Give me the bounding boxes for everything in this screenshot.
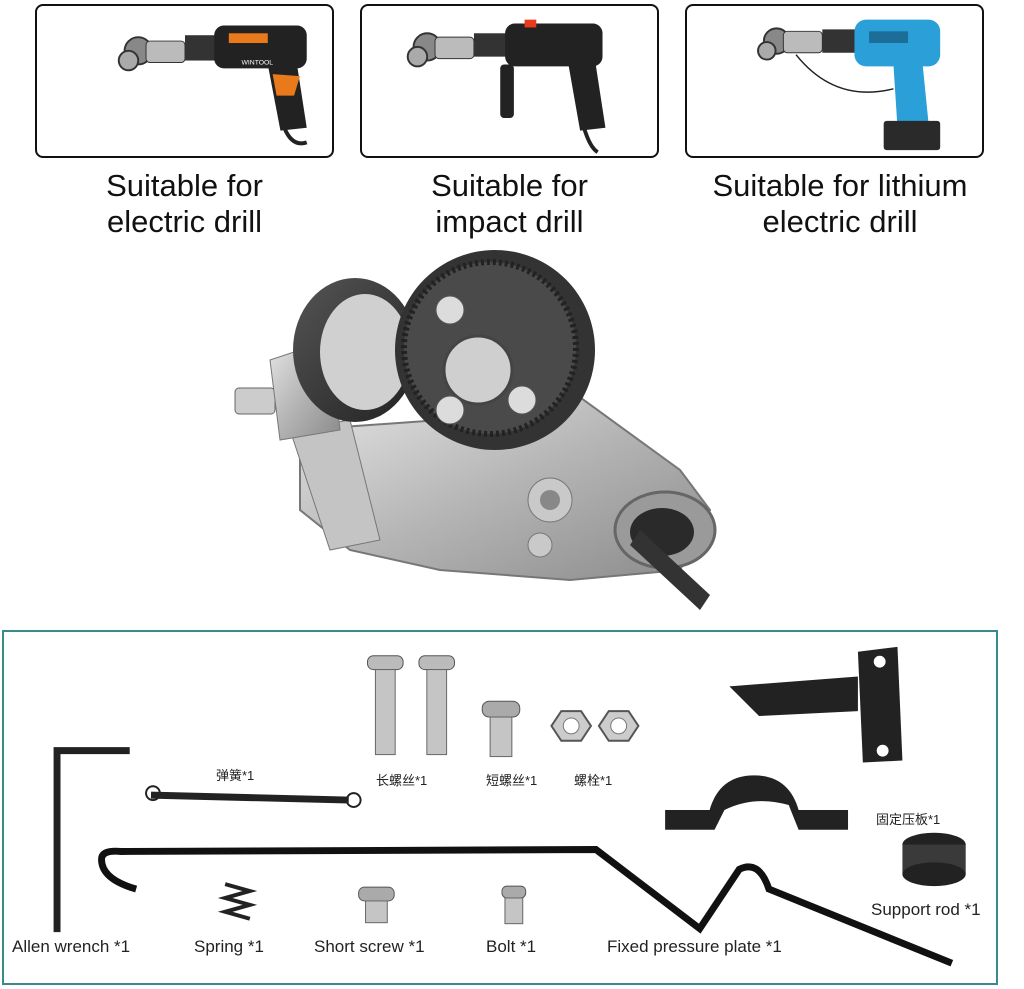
label-bolt-cn: 螺栓*1 bbox=[574, 773, 613, 788]
kit-contents-panel: 弹簧*1 长螺丝*1 短螺丝*1 螺栓*1 固定压板*1 Allen wrenc… bbox=[2, 630, 998, 985]
label-spring-cn: 弹簧*1 bbox=[216, 768, 255, 783]
caption-lithium-drill: Suitable for lithium electric drill bbox=[712, 168, 968, 239]
impact-drill-icon bbox=[406, 19, 606, 154]
label-fixed-plate-cn: 固定压板*1 bbox=[876, 812, 941, 827]
label-fixed-pressure-plate: Fixed pressure plate *1 bbox=[607, 937, 782, 956]
label-short-screw: Short screw *1 bbox=[314, 937, 425, 956]
label-short-screw-cn: 短螺丝*1 bbox=[486, 773, 538, 788]
label-support-rod: Support rod *1 bbox=[871, 900, 981, 919]
label-spring: Spring *1 bbox=[194, 937, 264, 956]
label-allen-wrench: Allen wrench *1 bbox=[12, 937, 131, 956]
lithium-drill-icon bbox=[757, 19, 941, 151]
brand-label: WINTOOL bbox=[241, 59, 273, 66]
label-long-screw-cn: 长螺丝*1 bbox=[376, 773, 428, 788]
card-impact-drill bbox=[360, 4, 659, 158]
caption-electric-drill: Suitable for electric drill bbox=[106, 168, 263, 239]
card-electric-drill: WINTOOL bbox=[35, 4, 334, 158]
card-lithium-drill bbox=[685, 4, 984, 158]
electric-drill-icon: WINTOOL bbox=[117, 25, 308, 146]
nibbler-attachment-image bbox=[234, 250, 717, 610]
label-bolt: Bolt *1 bbox=[486, 937, 537, 956]
kit-parts-illustration bbox=[53, 646, 966, 967]
caption-impact-drill: Suitable for impact drill bbox=[431, 168, 588, 239]
